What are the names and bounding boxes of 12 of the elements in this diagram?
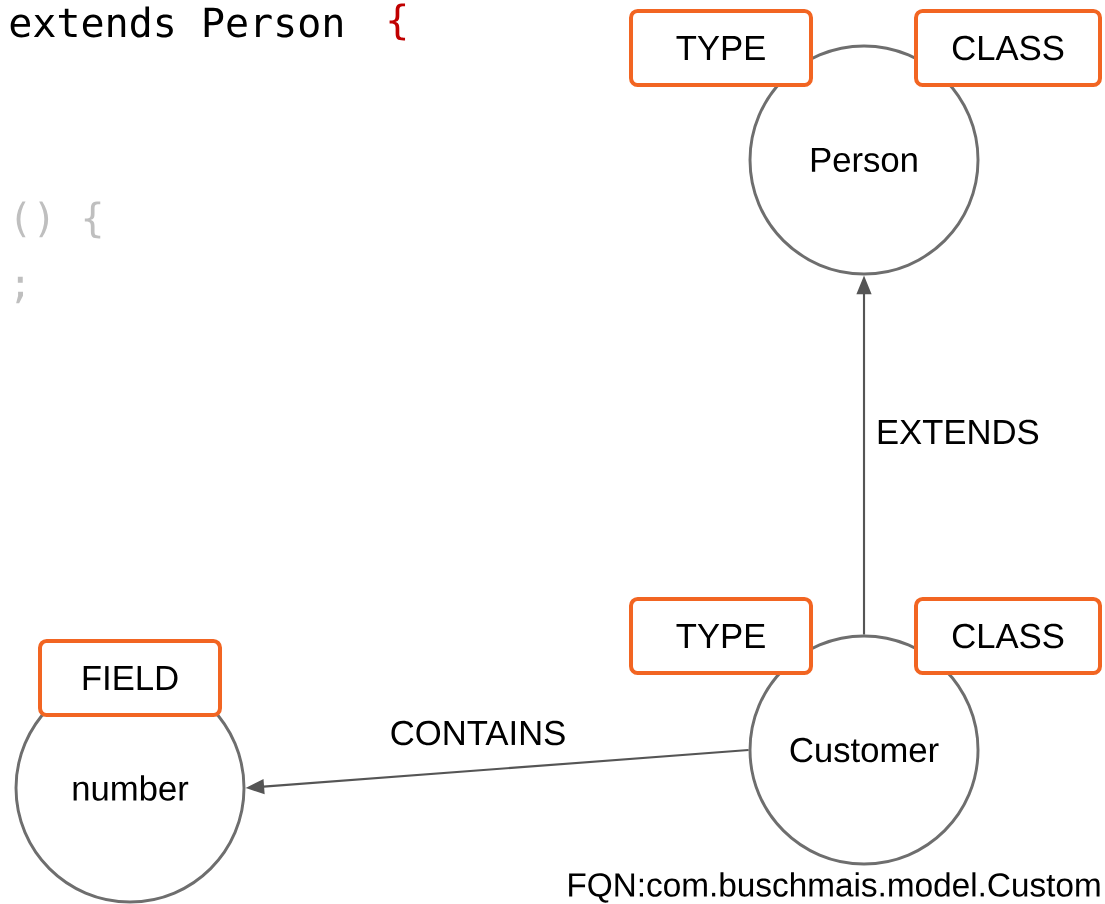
code-text: ; xyxy=(16,276,23,304)
code-text: extends Person xyxy=(10,6,342,38)
label-badge: FIELD xyxy=(38,639,222,717)
label-badge: CLASS xyxy=(914,597,1102,675)
edge-label: CONTAINS xyxy=(387,718,569,748)
code-text: { xyxy=(389,3,406,41)
edge-label: EXTENDS xyxy=(873,417,1043,447)
label-badge: TYPE xyxy=(629,9,813,87)
label-badge: TYPE xyxy=(629,597,813,675)
label-badge: CLASS xyxy=(914,9,1102,87)
fqn-label: FQN:com.buschmais.model.Custom xyxy=(569,872,1100,903)
code-text: () { xyxy=(16,201,101,239)
